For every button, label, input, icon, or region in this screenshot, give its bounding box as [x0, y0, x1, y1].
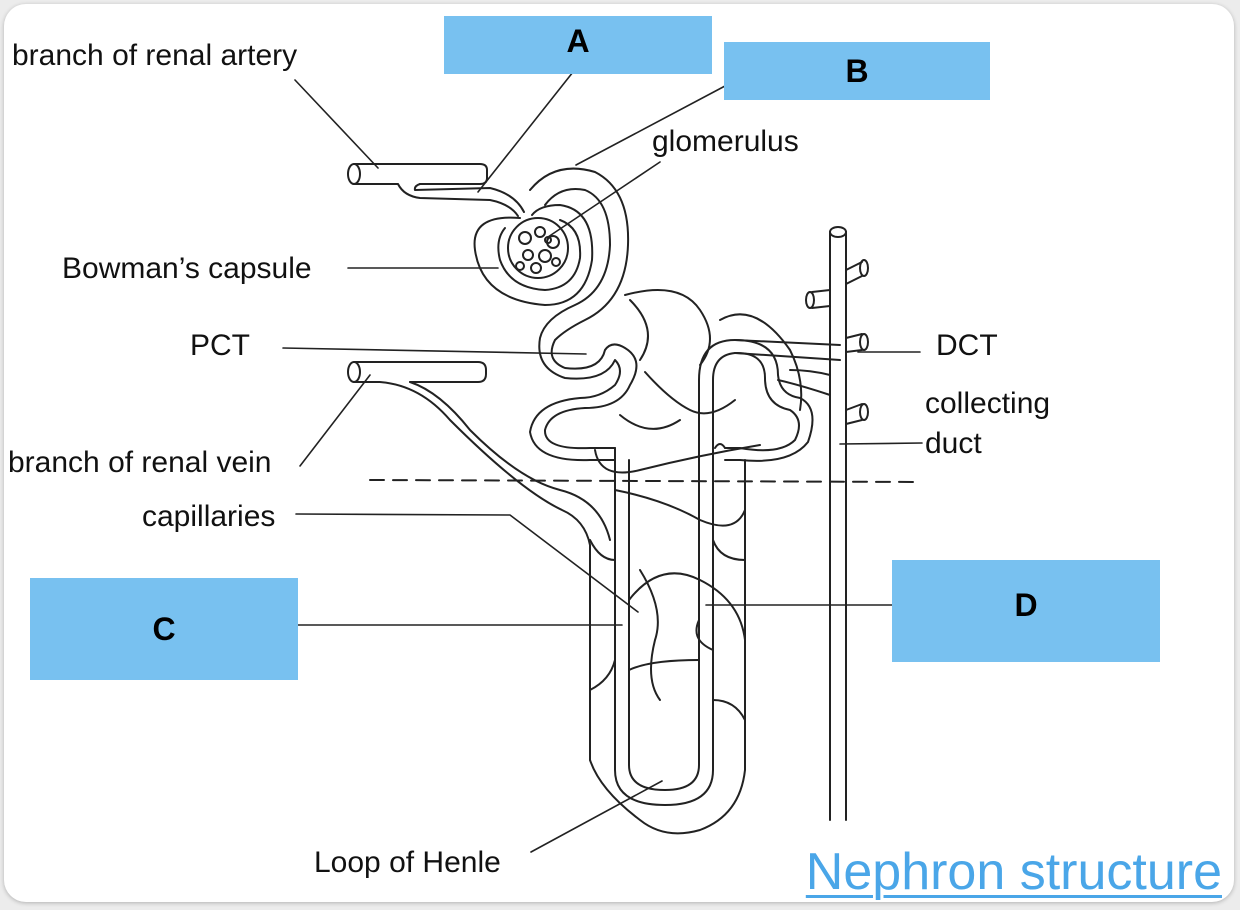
renal-artery-vessel [347, 163, 525, 217]
answer-box-d[interactable]: D [892, 560, 1160, 662]
loop-of-henle-label: Loop of Henle [314, 846, 501, 879]
page-title[interactable]: Nephron structure [805, 843, 1222, 901]
bowmans-capsule-label: Bowman’s capsule [62, 252, 312, 285]
capillaries-label: capillaries [142, 500, 276, 533]
renal-artery-label: branch of renal artery [12, 39, 298, 72]
collecting-duct-label-line1: collecting [925, 387, 1051, 420]
cortex-medulla-boundary [369, 479, 921, 483]
collecting-duct-label-line2: duct [925, 427, 982, 460]
bowmans-capsule-shape [473, 204, 594, 306]
loop-of-henle-tubule [614, 339, 841, 806]
leader-lines [282, 71, 923, 853]
answer-box-c[interactable]: C [30, 578, 298, 680]
diagram-card [4, 4, 1234, 902]
answer-box-b[interactable]: B [724, 42, 990, 100]
renal-vein-label: branch of renal vein [8, 446, 272, 479]
dct-label: DCT [936, 329, 998, 362]
glomerulus-label: glomerulus [652, 125, 799, 158]
capillary-network [589, 289, 803, 835]
renal-vein-vessel [347, 361, 611, 761]
pct-tubule [529, 167, 638, 462]
pct-label: PCT [190, 329, 250, 362]
answer-box-a[interactable]: A [444, 16, 712, 74]
collecting-duct-shape [777, 226, 869, 821]
